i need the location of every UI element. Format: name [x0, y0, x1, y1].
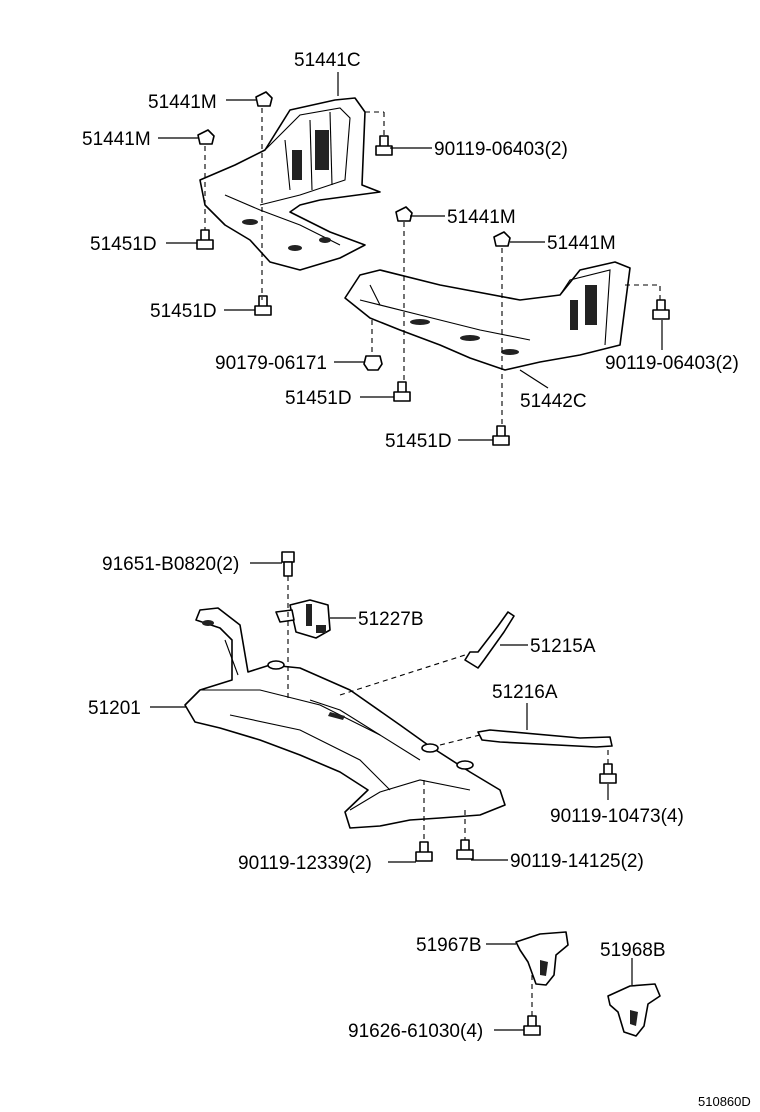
clip-icon-a: [255, 91, 273, 107]
label-90119-12339: 90119-12339(2): [238, 853, 372, 874]
bolt-icon-51451D-b: [254, 295, 272, 316]
label-90119-06403-b: 90119-06403(2): [605, 353, 739, 374]
engine-under-cover-rh: [344, 261, 631, 371]
label-51441M-c: 51441M: [447, 207, 516, 228]
label-51441C: 51441C: [294, 50, 361, 71]
label-51967B: 51967B: [416, 935, 482, 956]
brace-51216A: [477, 729, 613, 748]
label-51442C: 51442C: [520, 391, 587, 412]
clip-icon-c: [395, 206, 413, 222]
bolt-icon-91626-61030: [523, 1015, 541, 1036]
diagram-id: 510860D: [698, 1094, 751, 1109]
bracket-51967B: [515, 931, 569, 986]
support-bracket-51227B: [275, 599, 331, 639]
bolt-icon-91651-B0820: [281, 551, 295, 577]
label-51451D-a: 51451D: [90, 234, 157, 255]
bolt-icon-90119-10473: [599, 763, 617, 784]
label-51441M-a: 51441M: [148, 92, 217, 113]
label-90119-10473: 90119-10473(4): [550, 806, 684, 827]
bolt-icon-51451D-d: [492, 425, 510, 446]
label-51215A: 51215A: [530, 636, 596, 657]
bolt-icon-51451D-a: [196, 229, 214, 250]
bracket-51968B: [607, 983, 661, 1037]
bolt-icon-90119-14125: [456, 839, 474, 860]
label-51451D-b: 51451D: [150, 301, 217, 322]
bolt-icon-51451D-c: [393, 381, 411, 402]
label-51451D-d: 51451D: [385, 431, 452, 452]
label-91651-B0820: 91651-B0820(2): [102, 554, 239, 575]
label-90119-14125: 90119-14125(2): [510, 851, 644, 872]
label-90179-06171: 90179-06171: [215, 353, 327, 374]
label-51968B: 51968B: [600, 940, 666, 961]
front-suspension-crossmember: [184, 607, 506, 829]
clip-icon-b: [197, 129, 215, 145]
label-90119-06403-a: 90119-06403(2): [434, 139, 568, 160]
label-51227B: 51227B: [358, 609, 424, 630]
label-51451D-c: 51451D: [285, 388, 352, 409]
bolt-icon-90119-06403-a: [375, 135, 393, 156]
engine-under-cover-lh: [199, 97, 381, 271]
clip-icon-d: [493, 231, 511, 247]
label-51441M-d: 51441M: [547, 233, 616, 254]
label-91626-61030: 91626-61030(4): [348, 1021, 483, 1042]
label-51216A: 51216A: [492, 682, 558, 703]
bolt-icon-90119-12339: [415, 841, 433, 862]
label-51441M-b: 51441M: [82, 129, 151, 150]
bolt-icon-90119-06403-b: [652, 299, 670, 320]
nut-icon-90179-06171: [363, 355, 383, 371]
label-51201: 51201: [88, 698, 141, 719]
brace-51215A: [464, 611, 515, 669]
